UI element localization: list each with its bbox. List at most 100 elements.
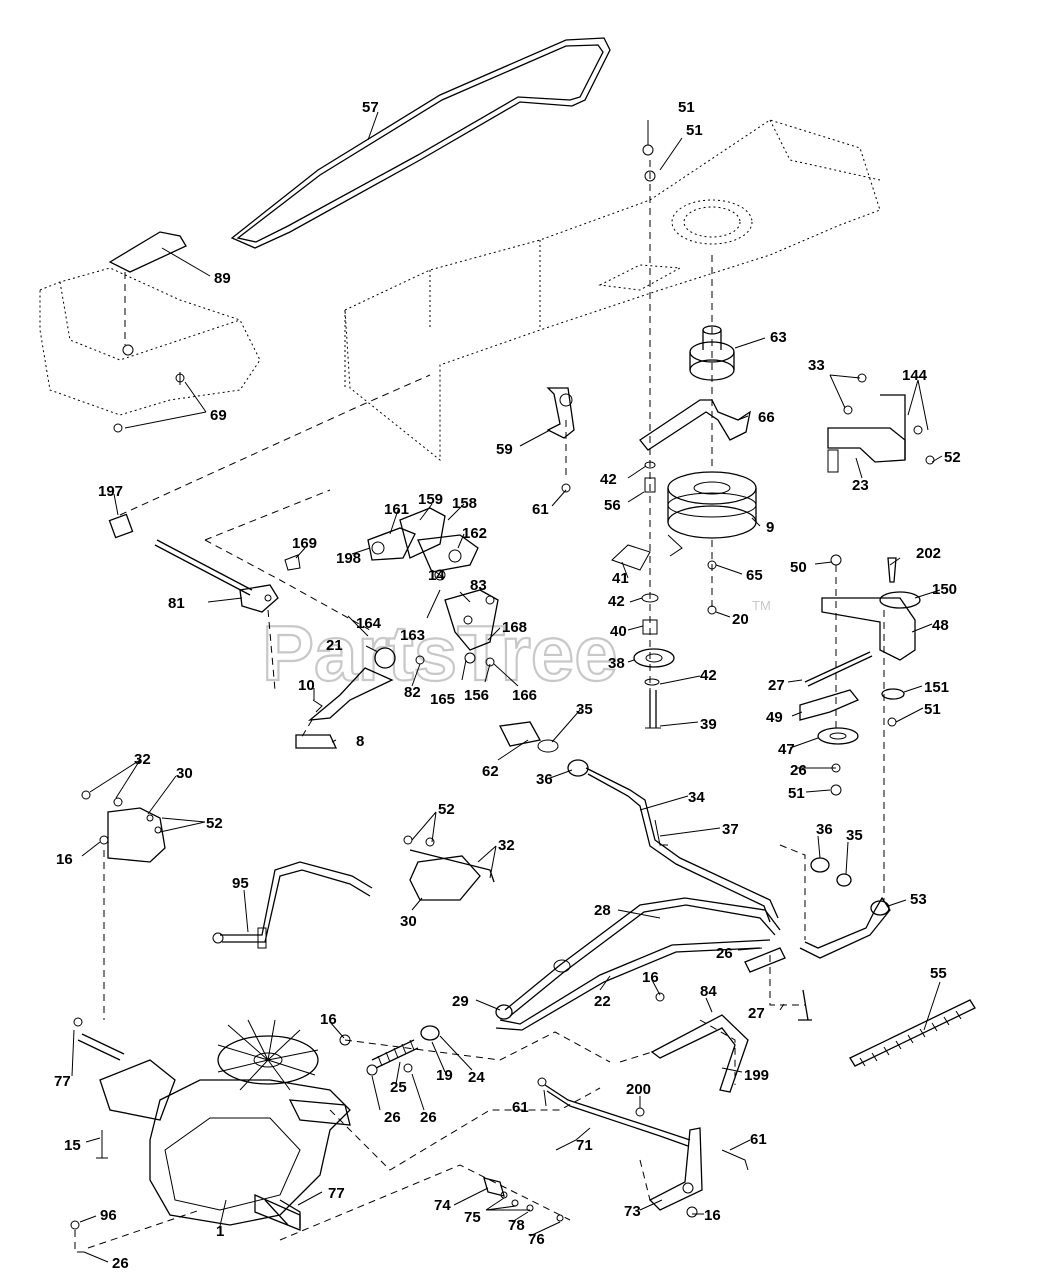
callout-16: 16	[56, 851, 73, 868]
callout-71: 71	[576, 1137, 593, 1154]
callout-41: 41	[612, 570, 629, 587]
callout-51: 51	[788, 785, 805, 802]
callout-36: 36	[536, 771, 553, 788]
callout-27: 27	[748, 1005, 765, 1022]
callout-75: 75	[464, 1209, 481, 1226]
callout-19: 19	[436, 1067, 453, 1084]
callout-57: 57	[362, 99, 379, 116]
callout-65: 65	[746, 567, 763, 584]
callout-61: 61	[512, 1099, 529, 1116]
callout-61: 61	[750, 1131, 767, 1148]
callout-42: 42	[608, 593, 625, 610]
callout-77: 77	[328, 1185, 345, 1202]
callout-32: 32	[134, 751, 151, 768]
callout-37: 37	[722, 821, 739, 838]
callout-52: 52	[944, 449, 961, 466]
callout-26: 26	[384, 1109, 401, 1126]
callout-42: 42	[600, 471, 617, 488]
callout-198: 198	[336, 550, 361, 567]
transaxle-linkage	[329, 992, 749, 1171]
callout-20: 20	[732, 611, 749, 628]
callout-164: 164	[356, 615, 382, 632]
callout-26: 26	[716, 945, 733, 962]
callout-22: 22	[594, 993, 611, 1010]
callout-16: 16	[704, 1207, 721, 1224]
callout-50: 50	[790, 559, 807, 576]
callout-96: 96	[100, 1207, 117, 1224]
callout-24: 24	[468, 1069, 485, 1086]
clutch-pulley-assembly	[667, 255, 757, 615]
callout-77: 77	[54, 1073, 71, 1090]
transaxle	[70, 1017, 351, 1253]
callout-162: 162	[462, 525, 487, 542]
traction-rod-assembly	[495, 721, 976, 1067]
callout-156: 156	[464, 687, 489, 704]
callout-202: 202	[916, 545, 941, 562]
callout-199: 199	[744, 1067, 769, 1084]
callout-163: 163	[400, 627, 425, 644]
callout-labels: 57 51 51 89 69 63 33 144 52 23 66 59 42 …	[54, 99, 961, 1272]
callout-14: 14	[428, 567, 445, 584]
callout-35: 35	[846, 827, 863, 844]
callout-52: 52	[438, 801, 455, 818]
callout-144: 144	[902, 367, 928, 384]
callout-25: 25	[390, 1079, 407, 1096]
callout-59: 59	[496, 441, 513, 458]
callout-53: 53	[910, 891, 927, 908]
callout-150: 150	[932, 581, 957, 598]
callout-10: 10	[298, 677, 315, 694]
callout-56: 56	[604, 497, 621, 514]
tractor-frame	[344, 119, 881, 462]
callout-95: 95	[232, 875, 249, 892]
callout-34: 34	[688, 789, 705, 806]
brake-rod-linkage	[279, 1077, 749, 1241]
callout-39: 39	[700, 716, 717, 733]
callout-81: 81	[168, 595, 185, 612]
callout-166: 166	[512, 687, 537, 704]
callout-16: 16	[320, 1011, 337, 1028]
callout-32: 32	[498, 837, 515, 854]
callout-42: 42	[700, 667, 717, 684]
watermark-trademark: TM	[752, 598, 771, 613]
callout-51: 51	[678, 99, 695, 116]
callout-47: 47	[778, 741, 795, 758]
callout-16: 16	[642, 969, 659, 986]
drive-belt	[230, 37, 611, 249]
callout-89: 89	[214, 270, 231, 287]
callout-169: 169	[292, 535, 317, 552]
shift-rod	[212, 861, 373, 949]
callout-9: 9	[766, 519, 774, 536]
callout-29: 29	[452, 993, 469, 1010]
callout-38: 38	[608, 655, 625, 672]
callout-73: 73	[624, 1203, 641, 1220]
callout-49: 49	[766, 709, 783, 726]
shift-rod-assembly	[108, 374, 431, 749]
callout-8: 8	[356, 733, 364, 750]
callout-21: 21	[326, 637, 343, 654]
callout-55: 55	[930, 965, 947, 982]
callout-52: 52	[206, 815, 223, 832]
callout-27: 27	[768, 677, 785, 694]
callout-35: 35	[576, 701, 593, 718]
callout-159: 159	[418, 491, 443, 508]
callout-69: 69	[210, 407, 227, 424]
callout-78: 78	[508, 1217, 525, 1234]
callout-48: 48	[932, 617, 949, 634]
callout-165: 165	[430, 691, 455, 708]
callout-36: 36	[816, 821, 833, 838]
bracket-assembly-right	[827, 373, 935, 473]
callout-26: 26	[420, 1109, 437, 1126]
callout-83: 83	[470, 577, 487, 594]
callout-28: 28	[594, 902, 611, 919]
callout-158: 158	[452, 495, 477, 512]
callout-30: 30	[176, 765, 193, 782]
callout-197: 197	[98, 483, 123, 500]
shift-lever-brackets	[284, 507, 499, 713]
idler-pulley-stack	[611, 144, 683, 729]
callout-40: 40	[610, 623, 627, 640]
callout-168: 168	[502, 619, 527, 636]
callout-76: 76	[528, 1231, 545, 1248]
idler-arm	[546, 387, 751, 493]
callout-1: 1	[216, 1223, 224, 1240]
